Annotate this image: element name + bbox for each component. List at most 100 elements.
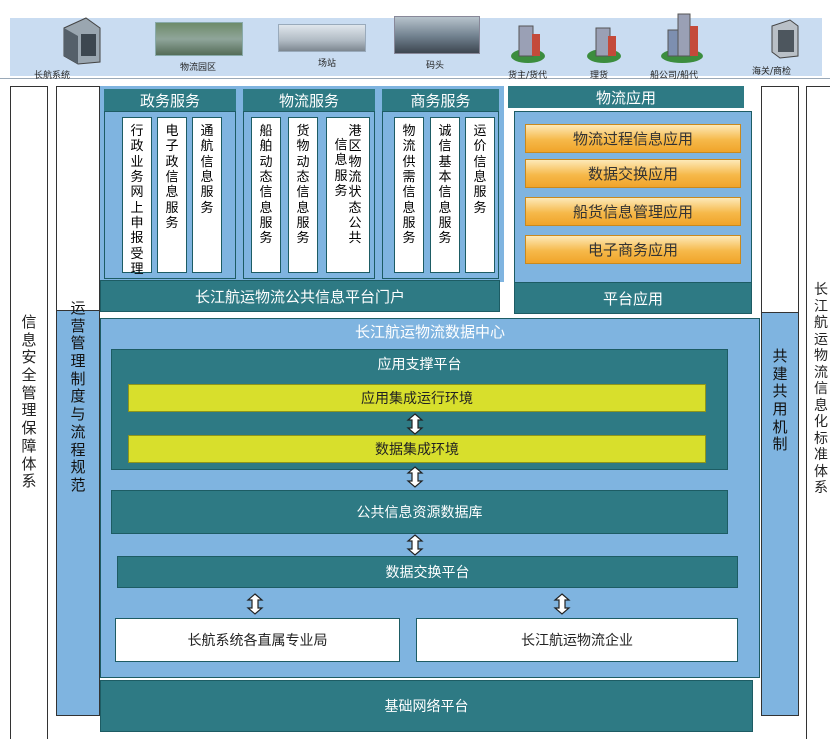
double-arrow-icon [406,534,424,556]
business-service-col-2: 运价信息服务 [465,117,495,273]
left-inner-char: 理 [70,352,86,371]
bus-col2-char: 价 [473,139,487,155]
business-service-col-0: 物流供需信息服务 [394,117,424,273]
app-item-1: 数据交换应用 [525,159,741,188]
gov-col1-char: 息 [165,185,179,201]
log-col2-char: 港 [348,124,362,139]
log-col2-char: 共 [348,231,362,247]
logistics-service-col-1: 货物动态信息服务 [288,117,318,273]
gov-services-header: 政务服务 [104,89,236,111]
double-arrow-icon [406,413,424,435]
left-outer-char: 息 [21,330,37,349]
double-arrow-icon [406,466,424,488]
left-outer-char: 信 [21,313,37,331]
network-platform: 基础网络平台 [100,680,753,732]
app-item-2: 船货信息管理应用 [525,197,741,226]
right-outer-label: 长江航运物流信息化标准体系 [806,282,830,497]
right-outer-char: 标 [814,430,828,447]
portal-label: 长江航运物流公共信息平台门户 [100,280,500,312]
right-outer-char: 体 [814,463,828,480]
bus-col2-char: 务 [473,200,487,216]
gov-col1-char: 信 [165,169,179,185]
right-outer-char: 息 [814,397,828,414]
logistics-service-col-0: 船舶动态信息服务 [251,117,281,273]
bus-col0-char: 供 [402,154,416,170]
data-center-title: 长江航运物流数据中心 [354,322,505,341]
log-col3-char: 信 [334,138,348,153]
right-inner-char: 用 [772,400,788,419]
right-inner-char: 共 [772,347,788,365]
bus-col1-char: 信 [438,185,452,201]
left-outer-char: 系 [21,472,37,491]
log-col0-char: 船 [259,124,273,139]
right-outer-char: 航 [814,315,828,332]
bus-col2-char: 息 [473,169,487,185]
right-outer-char: 长 [814,282,828,298]
left-outer-label: 信息安全管理保障体系 [10,313,48,491]
bus-col1-char: 信 [438,139,452,155]
left-outer-char: 全 [21,366,37,385]
left-inner-char: 营 [70,316,86,335]
log-col2-char: 流 [348,169,362,185]
left-outer-char: 管 [21,383,37,402]
log-col0-char: 态 [259,169,273,185]
banner-label-5: 理货 [590,71,609,81]
log-col3-char: 服 [334,168,348,184]
banner-label-7: 海关/商检 [752,67,792,77]
app-item-3: 电子商务应用 [525,235,741,264]
right-outer-panel [806,86,830,739]
right-inner-char: 共 [772,382,788,401]
log-col2-char: 状 [348,185,362,201]
gov-col2-char: 信 [200,154,214,170]
right-inner-blue [761,312,799,716]
gov-service-col-2: 通航信息服务 [192,117,222,273]
public-info-db: 公共信息资源数据库 [111,490,728,534]
customs-icon [766,18,802,60]
app-support-title: 应用支撑平台 [377,357,462,373]
app-item-0: 物流过程信息应用 [525,124,741,153]
banner-label-4: 货主/货代 [508,71,548,81]
gov-col2-char: 航 [200,139,214,155]
left-outer-char: 保 [21,419,37,438]
bus-col1-char: 务 [438,231,452,247]
gov-col1-char: 服 [165,200,179,216]
gov-col2-char: 息 [200,169,214,185]
log-col0-char: 信 [259,185,273,201]
bus-col0-char: 服 [402,215,416,231]
log-col1-char: 物 [296,139,310,155]
right-outer-char: 物 [814,348,828,365]
log-col2-char: 态 [348,200,362,216]
left-inner-char: 范 [70,475,86,494]
shipping-company-icon [660,10,704,64]
bus-col1-char: 本 [438,169,452,185]
left-inner-blue [56,310,100,716]
business-services-header: 商务服务 [382,89,499,111]
right-outer-char: 流 [814,364,828,381]
left-inner-label: 运营管理制度与流程规范 [56,299,100,495]
bus-col2-char: 服 [473,185,487,201]
bus-col1-char: 息 [438,200,452,216]
gov-col0-char: 上 [130,200,144,216]
gov-service-col-0: 行政业务网上申报受理 [122,117,152,277]
dock-photo [394,16,480,54]
log-col3-char: 务 [334,183,348,199]
banner-label-0: 长航系统 [34,71,71,81]
gov-col0-char: 理 [130,261,144,277]
bus-col1-char: 服 [438,215,452,231]
data-exchange-platform: 数据交换平台 [117,556,738,588]
building-icon [60,14,104,66]
banner-label-3: 码头 [426,61,445,71]
bus-col2-char: 运 [473,124,487,139]
log-col2-char: 物 [348,154,362,170]
logistics-services-header: 物流服务 [243,89,375,111]
apps-header: 物流应用 [508,86,744,108]
log-col0-char: 务 [259,231,273,247]
bureaus-box: 长航系统各直属专业局 [115,618,400,662]
left-inner-char: 流 [70,422,86,441]
tally-icon [586,20,622,64]
left-inner-char: 运 [70,299,86,317]
gov-col0-char: 申 [130,215,144,231]
gov-col0-char: 务 [130,169,144,185]
right-inner-label: 共建共用机制 [761,347,799,454]
log-col2-char: 区 [348,139,362,155]
